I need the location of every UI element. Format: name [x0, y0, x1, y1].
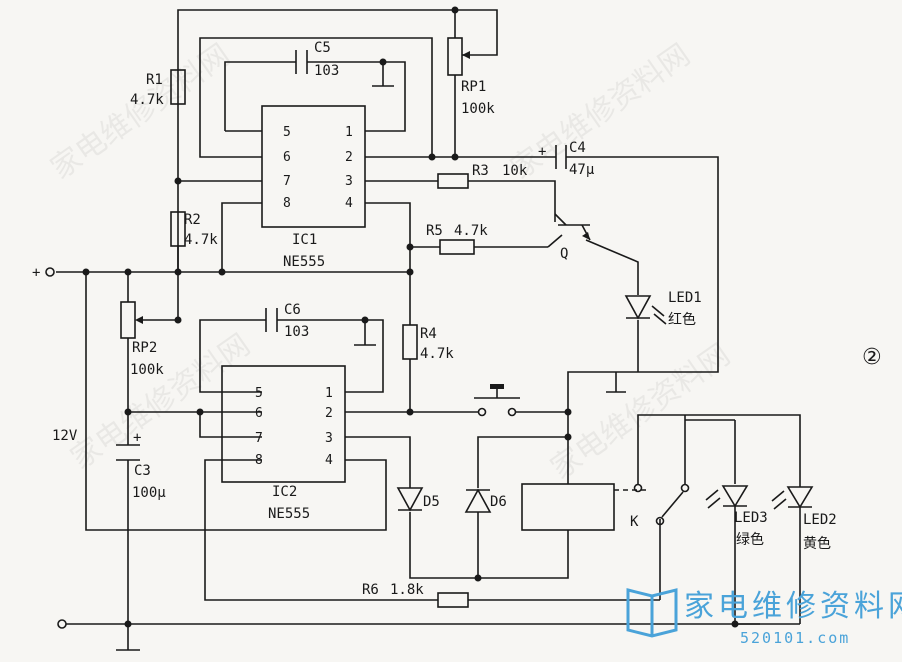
ic1-pin-right-2: 2 [345, 150, 353, 165]
c4-polarity: + [538, 144, 546, 160]
relay-k: K [521, 483, 690, 531]
c6-ref: C6 [284, 302, 301, 318]
d5-ref: D5 [423, 494, 440, 510]
r5-value: 4.7k [454, 223, 488, 239]
site-logo: 家电维修资料网 520101.com [626, 588, 902, 647]
led1-color: 红色 [668, 311, 696, 328]
ic1-pin-right-4: 4 [345, 196, 353, 211]
capacitor-c6: C6 103 [265, 302, 309, 340]
logo-url: 520101.com [740, 629, 850, 647]
junction-dots [82, 6, 739, 628]
ic2-pin-left-3: 7 [255, 431, 263, 446]
ic1-part-label: NE555 [283, 254, 325, 270]
rp2-value: 100k [130, 362, 164, 378]
wires-bottom [128, 319, 801, 625]
led3-ref: LED3 [734, 510, 768, 526]
r2-ref: R2 [184, 212, 201, 228]
led1: LED1 红色 [624, 290, 702, 328]
ic1-pin-left-2: 6 [283, 150, 291, 165]
rp2-ref: RP2 [132, 340, 157, 356]
ic2-pin-right-1: 1 [325, 386, 333, 401]
c6-value: 103 [284, 324, 309, 340]
capacitor-c4: + C4 47μ [538, 140, 595, 178]
wires-top [177, 9, 719, 484]
ic2-ref-label: IC2 [272, 484, 297, 500]
led3-color: 绿色 [736, 531, 764, 548]
potentiometer-rp1: RP1 100k [447, 37, 495, 117]
ic2-pin-right-2: 2 [325, 406, 333, 421]
led2-ref: LED2 [803, 512, 837, 528]
ic1-pin-left-4: 8 [283, 196, 291, 211]
ic1-pin-right-1: 1 [345, 125, 353, 140]
c5-value: 103 [314, 63, 339, 79]
transistor-q: Q [547, 213, 591, 262]
c3-ref: C3 [134, 463, 151, 479]
r2-value: 4.7k [184, 232, 218, 248]
push-button [474, 384, 520, 417]
ic1-ref-label: IC1 [292, 232, 317, 248]
rp1-value: 100k [461, 101, 495, 117]
ic2-block: 5 6 7 8 1 2 3 4 IC2 NE555 [221, 365, 346, 522]
led3: LED3 绿色 [705, 485, 768, 548]
c5-ref: C5 [314, 40, 331, 56]
power-rails [56, 245, 760, 651]
svg-text:家电维修资料网: 家电维修资料网 [545, 337, 737, 486]
resistor-r6: R6 1.8k [362, 582, 469, 608]
ic2-pin-right-3: 3 [325, 431, 333, 446]
capacitor-c3: + C3 100μ [116, 430, 166, 501]
resistor-r4: R4 4.7k [402, 324, 454, 412]
r4-ref: R4 [420, 326, 437, 342]
r1-value: 4.7k [130, 92, 164, 108]
capacitor-c5: C5 103 [295, 40, 339, 79]
diode-d5: D5 [396, 487, 440, 512]
rp1-ref: RP1 [461, 79, 486, 95]
resistor-r5: R5 4.7k [426, 223, 488, 255]
ic2-part-label: NE555 [268, 506, 310, 522]
ic1-pin-left-3: 7 [283, 174, 291, 189]
led2-color: 黄色 [803, 535, 831, 552]
r3-value: 10k [502, 163, 528, 179]
resistor-r2: R2 4.7k [170, 211, 218, 248]
svg-text:家电维修资料网: 家电维修资料网 [65, 327, 257, 476]
r6-value: 1.8k [390, 582, 424, 598]
svg-text:家电维修资料网: 家电维修资料网 [45, 37, 237, 186]
c4-value: 47μ [569, 162, 595, 178]
relay-ref: K [630, 514, 639, 530]
potentiometer-rp2: RP2 100k [120, 301, 164, 378]
r3-ref: R3 [472, 163, 489, 179]
figure-number: ② [862, 345, 882, 370]
c4-ref: C4 [569, 140, 586, 156]
d6-ref: D6 [490, 494, 507, 510]
led1-ref: LED1 [668, 290, 702, 306]
r1-ref: R1 [146, 72, 163, 88]
c3-polarity: + [133, 430, 141, 446]
ic1-pin-right-3: 3 [345, 174, 353, 189]
supply-terminals: + 12V [32, 265, 78, 629]
supply-voltage-label: 12V [52, 428, 78, 444]
r6-ref: R6 [362, 582, 379, 598]
led2: LED2 黄色 [771, 486, 837, 552]
r4-value: 4.7k [420, 346, 454, 362]
c3-value: 100μ [132, 485, 166, 501]
book-icon [626, 588, 678, 638]
ic2-pin-left-1: 5 [255, 386, 263, 401]
resistor-r3: R3 10k [437, 163, 528, 189]
ic2-pin-left-4: 8 [255, 453, 263, 468]
resistor-r1: R1 4.7k [130, 69, 186, 108]
ic2-pin-right-4: 4 [325, 453, 333, 468]
diode-d6: D6 [464, 488, 507, 513]
svg-text:家电维修资料网: 家电维修资料网 [505, 37, 697, 186]
ic1-pin-left-1: 5 [283, 125, 291, 140]
q-ref: Q [560, 246, 568, 262]
logo-name: 家电维修资料网 [684, 589, 902, 624]
ic1-block: 5 6 7 8 1 2 3 4 IC1 NE555 [261, 105, 366, 270]
r5-ref: R5 [426, 223, 443, 239]
ic2-pin-left-2: 6 [255, 406, 263, 421]
supply-plus-label: + [32, 265, 40, 281]
